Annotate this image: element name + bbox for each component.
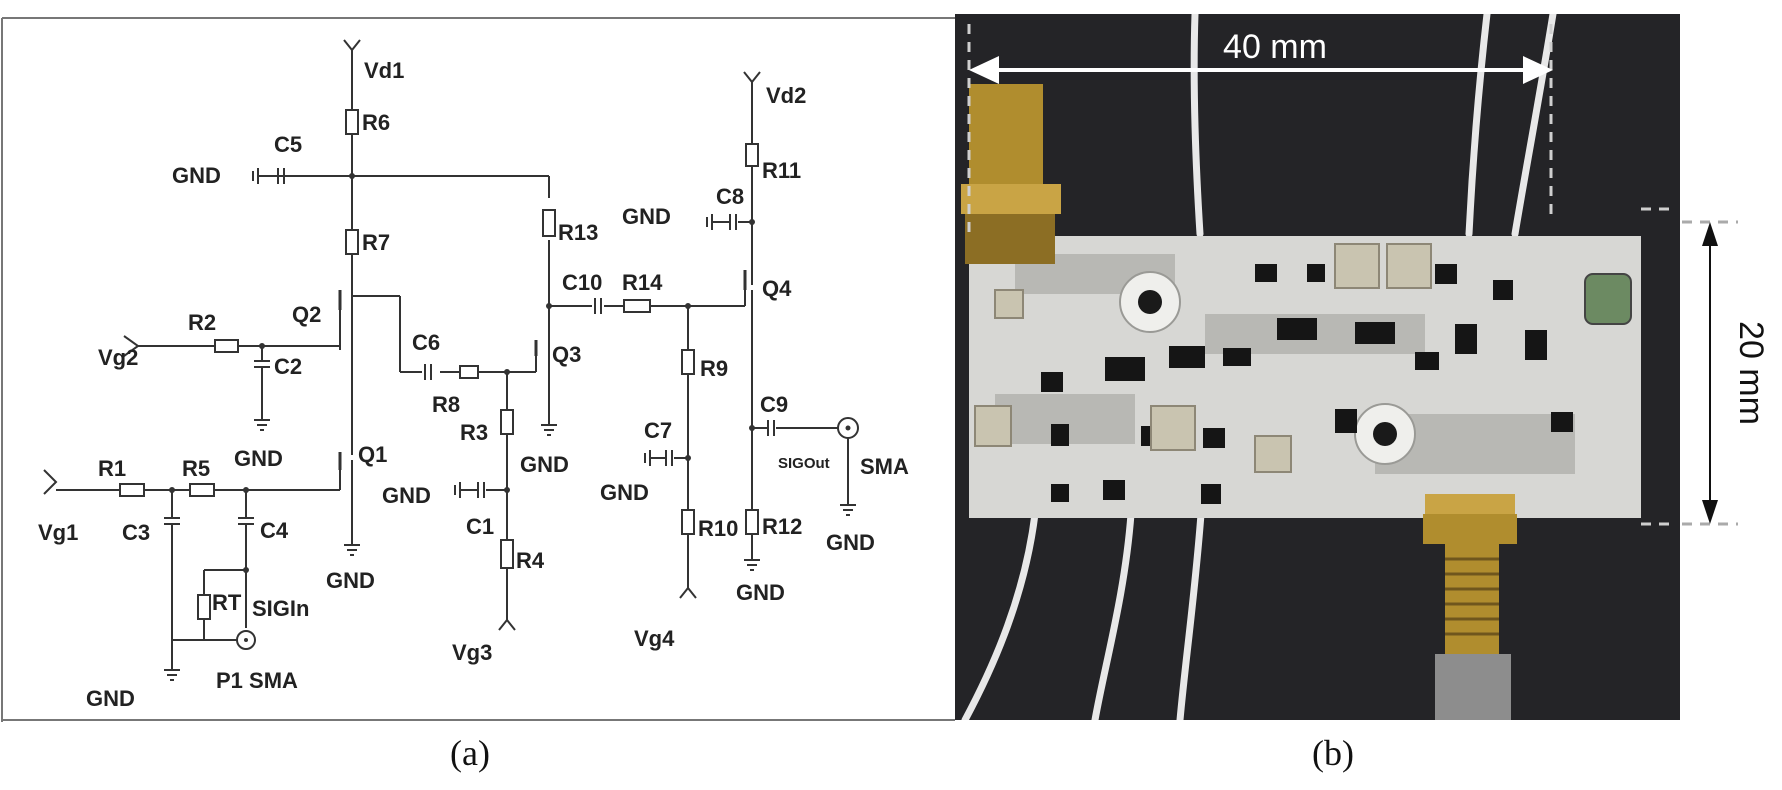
- label-vg3: Vg3: [452, 640, 492, 665]
- schematic-wires: [43, 39, 849, 670]
- label-gnd-c2: GND: [234, 446, 283, 471]
- label-c1: C1: [466, 514, 494, 539]
- width-dimension-label: 40 mm: [1223, 28, 1327, 66]
- label-r8: R8: [432, 392, 460, 417]
- label-c3: C3: [122, 520, 150, 545]
- capacitor-plates: [164, 168, 775, 525]
- label-r10: R10: [698, 516, 738, 541]
- label-gnd-c1: GND: [382, 483, 431, 508]
- label-r9: R9: [700, 356, 728, 381]
- label-q1: Q1: [358, 442, 387, 467]
- label-sigout: SIGOut: [778, 455, 830, 472]
- label-r3: R3: [460, 420, 488, 445]
- label-r1: R1: [98, 456, 126, 481]
- label-r5: R5: [182, 456, 210, 481]
- caption-b: (b): [1312, 733, 1354, 773]
- label-sigin: SIGIn: [252, 596, 309, 621]
- label-gnd-r12: GND: [736, 580, 785, 605]
- label-rt: RT: [212, 590, 242, 615]
- label-c10: C10: [562, 270, 602, 295]
- resistor-bodies: [119, 109, 759, 620]
- label-p1-sma: P1 SMA: [216, 668, 298, 693]
- label-q4: Q4: [762, 276, 792, 301]
- label-c6: C6: [412, 330, 440, 355]
- label-r6: R6: [362, 110, 390, 135]
- label-r4: R4: [516, 548, 545, 573]
- label-gnd-sma: GND: [826, 530, 875, 555]
- dimension-guides: [967, 24, 1671, 526]
- height-dimension-label: 20 mm: [1732, 321, 1770, 425]
- supply-wires: [961, 14, 1557, 720]
- label-c7: C7: [644, 418, 672, 443]
- transistor-gates: [338, 270, 747, 470]
- label-vd2: Vd2: [766, 83, 806, 108]
- label-vd1: Vd1: [364, 58, 404, 83]
- label-r14: R14: [622, 270, 663, 295]
- label-r2: R2: [188, 310, 216, 335]
- sma-connector-out: [1423, 494, 1517, 720]
- label-r12: R12: [762, 514, 802, 539]
- label-gnd-c8: GND: [622, 204, 671, 229]
- junction-dots: [169, 173, 755, 573]
- label-gnd-c3: GND: [86, 686, 135, 711]
- height-dimension: 20 mm: [1682, 220, 1770, 526]
- label-q2: Q2: [292, 302, 321, 327]
- label-gnd-c7: GND: [600, 480, 649, 505]
- ground-symbols: [164, 168, 856, 681]
- caption-a: (a): [450, 733, 490, 773]
- amplifier-schematic: Vd1 R6 C5 GND R7 R13 Q2 R2 Vg2 C2 GND C6…: [0, 0, 955, 722]
- label-c9: C9: [760, 392, 788, 417]
- label-r7: R7: [362, 230, 390, 255]
- label-q3: Q3: [552, 342, 581, 367]
- label-c4: C4: [260, 518, 289, 543]
- label-gnd-q3: GND: [520, 452, 569, 477]
- label-c5: C5: [274, 132, 302, 157]
- label-c2: C2: [274, 354, 302, 379]
- label-vg1: Vg1: [38, 520, 78, 545]
- sma-connector-in: [961, 84, 1061, 264]
- label-r13: R13: [558, 220, 598, 245]
- label-sma: SMA: [860, 454, 909, 479]
- label-vg4: Vg4: [634, 626, 675, 651]
- label-gnd-c5: GND: [172, 163, 221, 188]
- label-c8: C8: [716, 184, 744, 209]
- label-vg2: Vg2: [98, 345, 138, 370]
- label-gnd-q1: GND: [326, 568, 375, 593]
- label-r11: R11: [762, 158, 801, 183]
- pcb-photo: 40 mm: [955, 14, 1680, 720]
